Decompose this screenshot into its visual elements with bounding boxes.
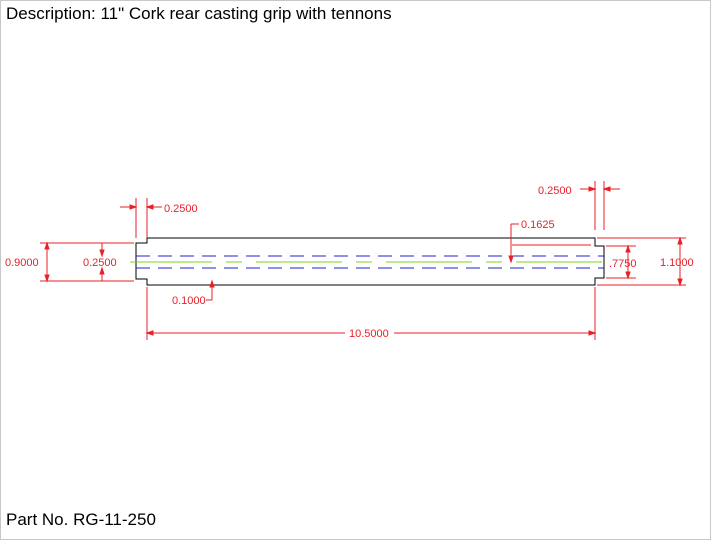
dim-right-tenon-diameter: .7750 bbox=[609, 258, 637, 270]
dim-right-tenon-length: 0.2500 bbox=[538, 185, 572, 197]
grip-outline bbox=[135, 237, 605, 286]
dim-tenon-step: 0.1625 bbox=[521, 219, 555, 231]
dim-overall-length: 10.5000 bbox=[349, 328, 389, 340]
dimension-labels: 0.2500 0.2500 0.1625 0.9000 0.2500 .7750… bbox=[5, 185, 694, 340]
bore-hidden-lines bbox=[136, 255, 604, 269]
dim-right-outer-diameter: 1.1000 bbox=[660, 257, 694, 269]
dim-bore-diameter: 0.2500 bbox=[83, 257, 117, 269]
description-title: Description: 11" Cork rear casting grip … bbox=[6, 4, 392, 23]
dim-left-step: 0.1000 bbox=[172, 295, 206, 307]
part-number: Part No. RG-11-250 bbox=[6, 510, 156, 529]
dim-left-tenon-length: 0.2500 bbox=[164, 203, 198, 215]
dim-left-outer-diameter: 0.9000 bbox=[5, 257, 39, 269]
dimension-lines bbox=[40, 181, 686, 340]
